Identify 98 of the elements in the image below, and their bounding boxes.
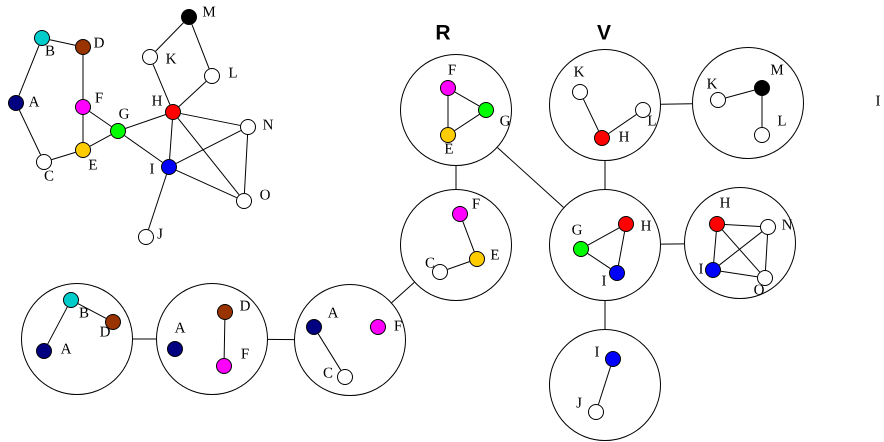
connector-line (152, 64, 170, 106)
vertex-letter: D (100, 326, 110, 340)
letter-label: I (876, 94, 880, 110)
connector-line (660, 103, 692, 105)
connector-line (180, 113, 241, 126)
connector-line (447, 261, 470, 270)
connector-line (90, 134, 112, 147)
vertex-letter: F (448, 64, 456, 78)
connector-line (176, 170, 238, 198)
vertex-letter: M (770, 64, 784, 78)
vertex-letter: G (500, 114, 510, 130)
vertex-letter: H (720, 196, 730, 212)
connector-line (148, 174, 167, 230)
connector-line (49, 39, 76, 46)
vertex-letter: I (698, 262, 704, 278)
connector-line (169, 119, 173, 160)
connector-line (598, 366, 612, 405)
connector-line (608, 114, 637, 134)
connector-line (497, 147, 564, 208)
connector-line (587, 252, 611, 270)
vertex-letter: F (472, 198, 480, 212)
connector-line (318, 333, 342, 371)
connector-line (78, 303, 106, 319)
vertex-letter: L (228, 66, 238, 82)
connector-line (588, 227, 620, 246)
vertex-letter: B (79, 306, 89, 322)
connector-line (713, 231, 717, 263)
connector-line (18, 110, 42, 156)
vertex-letter: N (262, 118, 274, 134)
vertex-letter: G (572, 224, 582, 238)
connector-line (454, 92, 480, 106)
vertex-letter: F (94, 92, 104, 106)
vertex-letter: F (240, 348, 250, 362)
connector-line (82, 114, 84, 142)
connector-line (191, 24, 210, 70)
vertex-letter: C (44, 170, 54, 184)
vertex-letter: D (94, 36, 104, 52)
connector-line (82, 54, 84, 100)
vertex-letter: J (576, 396, 582, 412)
vertex-letter: A (328, 306, 338, 322)
connector-line (47, 306, 68, 344)
connector-line (51, 152, 76, 160)
vertex-letter: N (782, 218, 792, 234)
vertex-letter: K (574, 66, 584, 80)
connector-line (454, 114, 480, 132)
vertex-letter: F (394, 320, 402, 334)
vertex-letter: E (490, 248, 500, 264)
vertex-letter: H (618, 130, 630, 146)
connector-line (720, 270, 758, 278)
connector-line (125, 114, 166, 129)
group-heading: V (597, 22, 611, 44)
vertex-letter: J (157, 228, 163, 242)
connector-line (660, 243, 684, 245)
vertex-letter: K (166, 52, 176, 68)
vertex-letter: D (240, 300, 250, 314)
connector-line (391, 282, 415, 304)
vertex-letter: H (640, 220, 652, 234)
vertex-letter: L (647, 114, 657, 130)
connector-line (604, 300, 606, 330)
connector-line (268, 338, 294, 340)
vertex-letter: B (45, 44, 55, 60)
connector-line (724, 224, 761, 228)
vertex-letter: L (777, 114, 787, 130)
connector-line (132, 338, 156, 340)
connector-line (718, 231, 762, 266)
connector-line (618, 231, 626, 266)
vertex-letter: A (174, 322, 186, 336)
connector-line (244, 134, 248, 194)
vertex-letter: I (602, 274, 606, 290)
connector-line (176, 130, 242, 164)
connector-line (722, 229, 760, 273)
connector-line (155, 22, 184, 52)
vertex-letter: A (60, 342, 72, 358)
vertex-letter: O (260, 188, 270, 204)
connector-line (178, 80, 207, 108)
vertex-letter: G (118, 108, 130, 122)
connector-line (764, 234, 768, 271)
connector-line (178, 118, 240, 196)
vertex-letter: M (202, 6, 216, 20)
vertex-letter: A (28, 96, 40, 110)
vertex-letter: K (706, 78, 718, 92)
vertex-letter: I (594, 346, 600, 360)
connector-line (18, 44, 40, 96)
vertex-letter: E (88, 158, 98, 174)
vertex-letter: H (152, 94, 162, 110)
vertex-letter: C (323, 366, 333, 382)
connector-line (224, 320, 226, 358)
connector-line (604, 160, 606, 190)
vertex-letter: O (754, 284, 764, 298)
vertex-letter: I (150, 162, 154, 178)
vertex-letter: C (425, 256, 435, 272)
connector-line (124, 135, 163, 163)
connector-line (462, 220, 475, 252)
connector-line (582, 98, 600, 132)
group-heading: R (435, 22, 451, 44)
connector-line (89, 111, 112, 127)
vertex-letter: E (444, 142, 454, 158)
connector-line (725, 90, 755, 98)
